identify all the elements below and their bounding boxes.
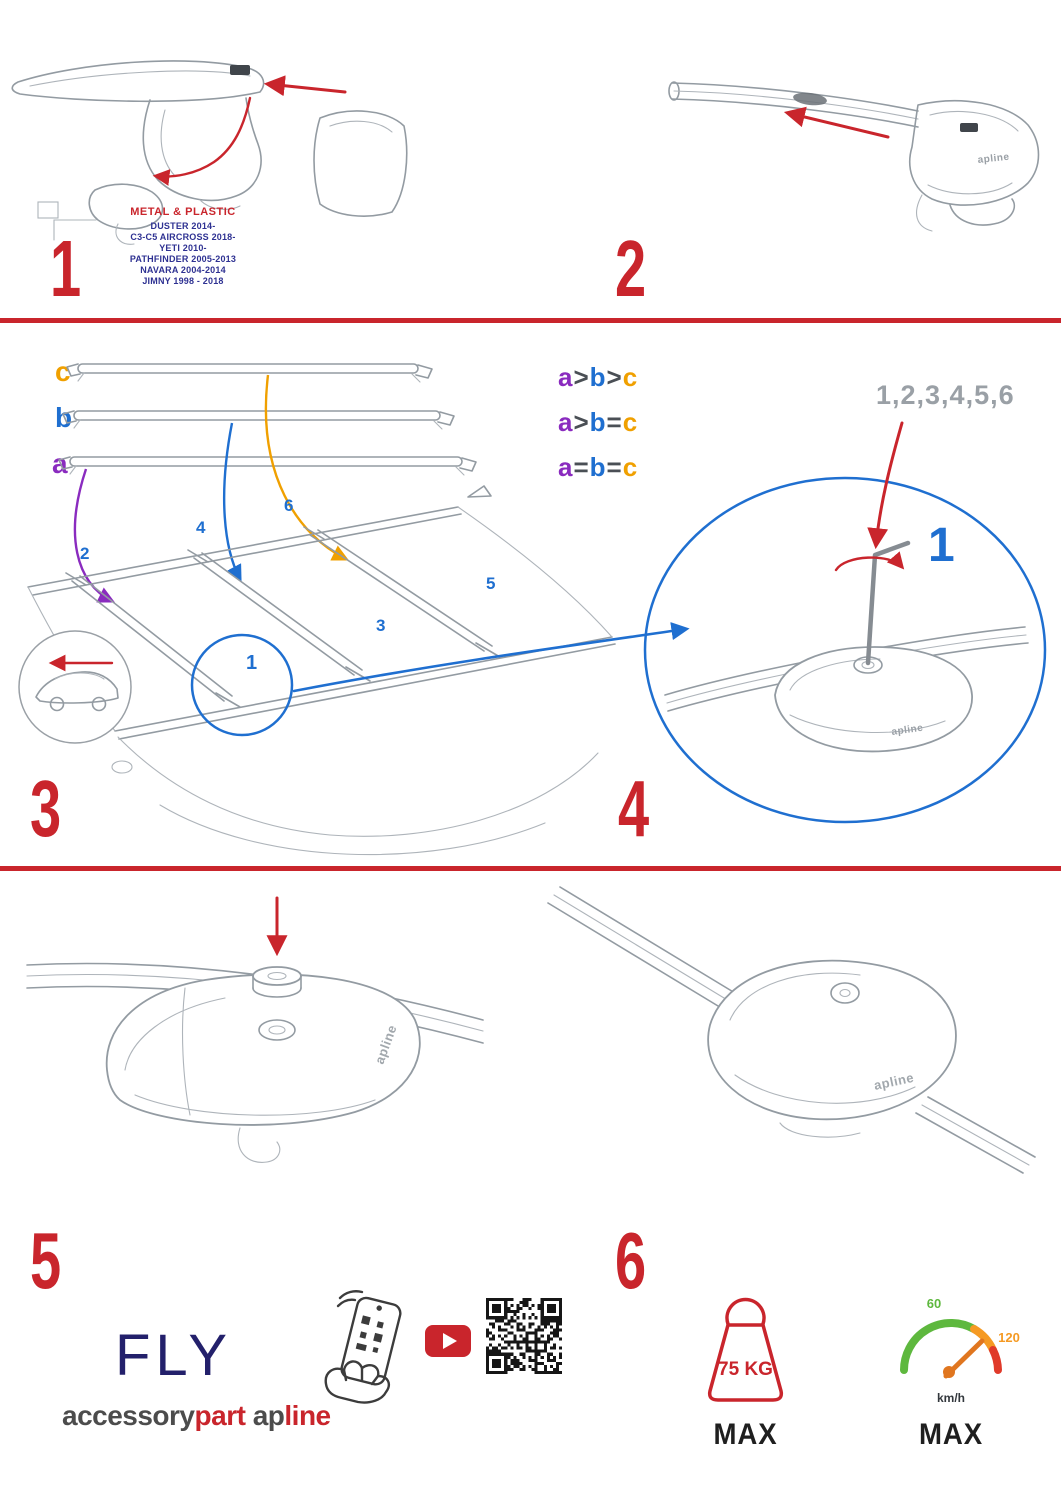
foot-body: apline <box>707 959 957 1138</box>
fly-model-label: FLY <box>115 1323 233 1388</box>
model-item: DUSTER 2014- <box>150 221 216 231</box>
crossbar-profile <box>11 60 265 103</box>
material-label: METAL & PLASTIC <box>130 206 236 218</box>
mounted-crossbar-front <box>65 572 241 708</box>
bar-slot-hole <box>793 92 827 106</box>
max-speed-label: MAX <box>918 1418 984 1451</box>
section-divider <box>0 866 1061 871</box>
step-number-5: 5 <box>30 1216 61 1305</box>
brand-ap: ap <box>252 1400 285 1431</box>
step-number-4: 4 <box>618 764 649 853</box>
car-direction-inset <box>18 630 132 744</box>
model-item: NAVARA 2004-2014 <box>140 265 226 275</box>
max-weight-label: MAX <box>713 1418 778 1451</box>
clamp-hook <box>88 183 164 245</box>
section-divider <box>0 318 1061 323</box>
roof-position-6: 6 <box>284 496 293 515</box>
crossbar-c <box>66 363 433 383</box>
phone-qr-pattern <box>355 1315 384 1353</box>
step1-foot-cutaway-diagram <box>11 60 408 245</box>
step3-roof-overview-diagram: 2 4 6 3 5 1 <box>18 363 690 856</box>
youtube-icon <box>425 1325 471 1357</box>
zoom-callout-arrow <box>292 622 690 693</box>
part-logo-text: apline <box>891 723 924 738</box>
formula-abc-1: a>b>c <box>558 362 639 392</box>
crossbar-b <box>62 410 455 430</box>
foot-body <box>142 97 262 210</box>
step1-compatibility-block: METAL & PLASTIC DUSTER 2014- C3-C5 AIRCR… <box>88 206 278 287</box>
roof-position-4: 4 <box>196 518 206 537</box>
step2-bar-insert-diagram: apline <box>668 81 1040 232</box>
foot-pad <box>949 198 1016 226</box>
foot-body: apline <box>105 973 421 1163</box>
formula-abc-2: a>b=c <box>558 407 639 437</box>
foot-body: apline <box>909 100 1040 232</box>
step-number-3: 3 <box>30 764 61 853</box>
zoom-ellipse <box>643 476 1047 824</box>
arrow-along-foot <box>152 96 252 186</box>
foot-hook <box>237 1127 281 1163</box>
brand-part: part <box>194 1400 246 1431</box>
brand-badge <box>230 65 250 75</box>
foot-hook <box>916 194 933 232</box>
arrow-to-bar <box>263 75 347 97</box>
qr-code <box>486 1298 562 1374</box>
roof-position-3: 3 <box>376 616 385 635</box>
locking-knob <box>252 966 302 998</box>
roof-position-1: 1 <box>246 652 257 674</box>
step-number-1: 1 <box>50 224 81 313</box>
roof-antenna-fin <box>467 485 492 498</box>
mounted-crossbar-rear <box>303 526 501 658</box>
leader-to-text <box>37 201 97 241</box>
phone-scan-qr-icon <box>324 1290 402 1404</box>
leader-c-to-roof <box>264 374 350 561</box>
model-item: YETI 2010- <box>159 243 207 253</box>
model-item: PATHFINDER 2005-2013 <box>129 254 237 264</box>
leader-a-to-roof <box>73 468 116 603</box>
bar-label-c: c <box>55 356 71 387</box>
speed-unit-label: km/h <box>937 1391 965 1405</box>
mounting-sequence-label: 1,2,3,4,5,6 <box>876 380 1015 410</box>
brand-badge <box>960 123 978 132</box>
step-number-6: 6 <box>615 1216 646 1305</box>
allen-key-icon <box>865 540 911 666</box>
speed-low-label: 60 <box>927 1296 941 1311</box>
roof-position-2: 2 <box>80 544 89 563</box>
roof-position-5: 5 <box>486 574 495 593</box>
brand-wordmark: accessorypart apline <box>62 1400 331 1432</box>
mounted-crossbar-middle <box>187 549 371 682</box>
model-item: JIMNY 1998 - 2018 <box>142 276 224 286</box>
model-item: C3-C5 AIRCROSS 2018- <box>130 232 236 242</box>
crossbar-a <box>58 456 477 476</box>
step6-locked-foot-diagram: apline <box>547 886 1036 1174</box>
step-number-2: 2 <box>615 224 646 313</box>
sequence-arrow <box>867 421 904 550</box>
leader-b-to-roof <box>222 422 242 582</box>
side-mirror <box>111 760 133 774</box>
bar-label-b: b <box>55 402 73 433</box>
position1-highlight-circle <box>190 633 294 737</box>
foot-pad <box>779 1122 861 1138</box>
cover-piece <box>313 110 408 217</box>
speed-high-label: 120 <box>998 1330 1020 1345</box>
crossbar <box>668 81 919 128</box>
formula-abc-3: a=b=c <box>558 452 639 482</box>
max-speed-icon: 60 120 km/h <box>900 1296 1020 1405</box>
brand-line: line <box>284 1400 331 1431</box>
step5-knob-diagram: apline <box>26 896 484 1163</box>
step4-zoom-diagram: apline <box>643 421 1047 824</box>
brand-accessory: accessory <box>62 1400 195 1431</box>
zoomed-foot-on-bar: apline <box>664 626 1029 753</box>
car-roof-perspective <box>27 485 616 856</box>
arrow-into-slot <box>783 106 890 139</box>
bar-through <box>547 886 1036 1174</box>
max-weight-value: 75 KG <box>718 1359 773 1380</box>
part-logo-text: apline <box>977 152 1010 166</box>
step4-ref-number: 1 <box>928 519 955 572</box>
max-weight-icon: 75 KG <box>707 1297 784 1402</box>
rotation-arrow <box>834 551 905 572</box>
